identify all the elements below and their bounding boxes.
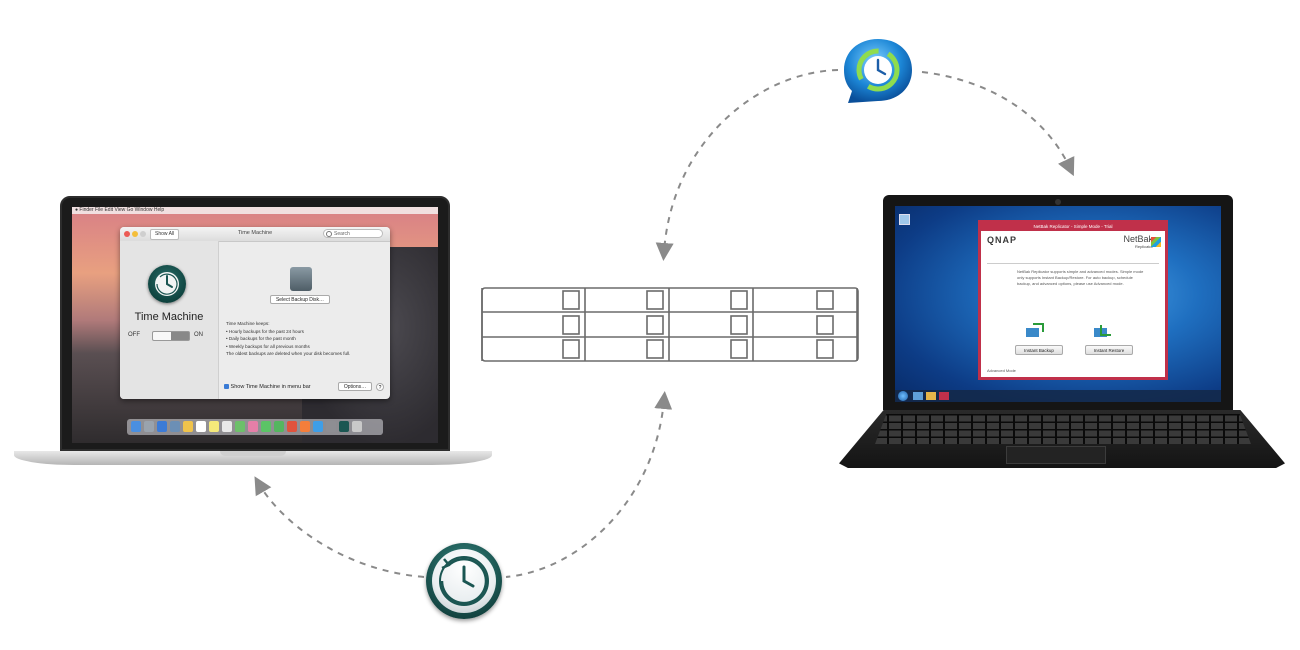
- netbak-logo-text: NetBak: [1123, 234, 1153, 244]
- touchpad: [1006, 446, 1106, 464]
- dock-contacts-icon[interactable]: [183, 421, 193, 432]
- toggle-off-label: OFF: [128, 332, 140, 338]
- options-button[interactable]: Options…: [338, 382, 372, 391]
- toggle-on-label: ON: [194, 332, 203, 338]
- time-machine-toggle[interactable]: [152, 331, 190, 341]
- dock-notes-icon[interactable]: [209, 421, 219, 432]
- taskbar-ie-icon[interactable]: [913, 392, 923, 400]
- arrow-clock-to-windows: [921, 71, 1075, 177]
- show-all-button[interactable]: Show All: [150, 229, 180, 240]
- menu-file[interactable]: File: [95, 207, 104, 213]
- info-footer: The oldest backups are deleted when your…: [226, 351, 351, 356]
- menu-edit[interactable]: Edit: [104, 207, 114, 213]
- mode-description: NetBak Replicator supports simple and ad…: [1017, 269, 1144, 286]
- dock-appstore-icon[interactable]: [313, 421, 323, 432]
- header-divider: [987, 263, 1159, 264]
- dock-facetime-icon[interactable]: [274, 421, 284, 432]
- dock-timemachine-icon[interactable]: [339, 421, 349, 432]
- dock-maps-icon[interactable]: [235, 421, 245, 432]
- window-title: Time Machine: [237, 230, 273, 236]
- search-field[interactable]: Search: [323, 229, 383, 238]
- dock-messages-icon[interactable]: [261, 421, 271, 432]
- time-machine-title: Time Machine: [134, 311, 204, 323]
- dock-launchpad-icon[interactable]: [144, 421, 154, 432]
- apple-icon[interactable]: ●: [75, 207, 79, 213]
- checkbox-checked-icon[interactable]: [224, 384, 229, 390]
- dock-reminders-icon[interactable]: [222, 421, 232, 432]
- webcam-icon: [1055, 199, 1061, 205]
- windows-logo-icon: [1151, 237, 1161, 247]
- macbook-base: [14, 451, 492, 465]
- dock-mail-icon[interactable]: [170, 421, 180, 432]
- menu-window[interactable]: Window: [134, 207, 153, 213]
- dock-photos-icon[interactable]: [248, 421, 258, 432]
- dock-safari-icon[interactable]: [157, 421, 167, 432]
- start-button[interactable]: [898, 391, 908, 401]
- advanced-mode-link[interactable]: Advanced Mode: [987, 368, 1016, 373]
- arrow-nas-from-timemachine: [505, 391, 673, 578]
- menu-bar-checkbox-row[interactable]: Show Time Machine in menu bar: [224, 384, 311, 390]
- macbook-notch: [220, 451, 286, 456]
- backup-clock-icon: [844, 39, 912, 103]
- info-heading: Time Machine keeps:: [226, 321, 270, 326]
- taskbar-explorer-icon[interactable]: [926, 392, 936, 400]
- arrow-clock-to-nas: [655, 69, 839, 261]
- mac-dock: [127, 419, 383, 435]
- dock-finder-icon[interactable]: [131, 421, 141, 432]
- netbak-logo: NetBak Replicator: [1111, 235, 1153, 251]
- close-button[interactable]: [124, 231, 130, 237]
- menu-view[interactable]: View: [114, 207, 126, 213]
- keyboard: [875, 414, 1251, 444]
- info-line-hourly: • Hourly backups for the past 24 hours: [226, 328, 304, 334]
- windows-taskbar: [895, 390, 1221, 402]
- time-machine-preferences-window: Show All Time Machine Search Time Machin…: [120, 227, 390, 399]
- dock-preferences-icon[interactable]: [326, 421, 336, 432]
- window-titlebar: Show All Time Machine Search: [120, 227, 390, 242]
- info-line-weekly: • Weekly backups for all previous months: [226, 343, 310, 349]
- recycle-bin-icon[interactable]: [899, 214, 910, 225]
- info-line-daily: • Daily backups for the past month: [226, 336, 296, 341]
- dock-trash-icon[interactable]: [352, 421, 362, 432]
- backup-disk-icon: [290, 267, 312, 291]
- time-machine-icon: [426, 543, 502, 619]
- netbak-replicator-window: NetBak Replicator - Simple Mode - Trial …: [978, 220, 1168, 380]
- instant-backup-button[interactable]: Instant Backup: [1015, 345, 1063, 355]
- minimize-button[interactable]: [132, 231, 138, 237]
- tm-info-text: Time Machine keeps: • Hourly backups for…: [226, 320, 386, 358]
- taskbar-netbak-icon[interactable]: [939, 392, 949, 400]
- time-machine-clock-face: [432, 549, 496, 613]
- search-icon: [326, 231, 332, 237]
- dock-calendar-icon[interactable]: [196, 421, 206, 432]
- instant-restore-icon: [1094, 325, 1111, 337]
- dock-ibooks-icon[interactable]: [300, 421, 310, 432]
- mac-menu-bar: ● Finder File Edit View Go Window Help: [72, 207, 438, 214]
- macbook-screen: ● Finder File Edit View Go Window Help S…: [72, 207, 438, 443]
- windows-laptop-screen: NetBak Replicator - Simple Mode - Trial …: [895, 206, 1221, 402]
- instant-restore-button[interactable]: Instant Restore: [1085, 345, 1133, 355]
- select-backup-disk-button[interactable]: Select Backup Disk…: [270, 295, 330, 304]
- arrow-timemachine-to-mac: [254, 476, 425, 578]
- dock-itunes-icon[interactable]: [287, 421, 297, 432]
- zoom-button[interactable]: [140, 231, 146, 237]
- nas-rack-icon: [481, 287, 859, 362]
- menu-finder[interactable]: Finder: [79, 207, 94, 213]
- time-machine-icon: [148, 265, 186, 303]
- menu-help[interactable]: Help: [153, 207, 165, 213]
- instant-backup-icon: [1026, 323, 1044, 337]
- menu-go[interactable]: Go: [126, 207, 134, 213]
- menu-bar-checkbox-label: Show Time Machine in menu bar: [230, 384, 311, 390]
- netbak-logo-sub: Replicator: [1134, 244, 1153, 249]
- qnap-logo: QNAP: [987, 235, 1018, 245]
- help-button[interactable]: ?: [376, 383, 384, 391]
- netbak-window-title: NetBak Replicator - Simple Mode - Trial: [981, 223, 1165, 231]
- tm-left-pane: Time Machine OFF ON: [120, 241, 219, 399]
